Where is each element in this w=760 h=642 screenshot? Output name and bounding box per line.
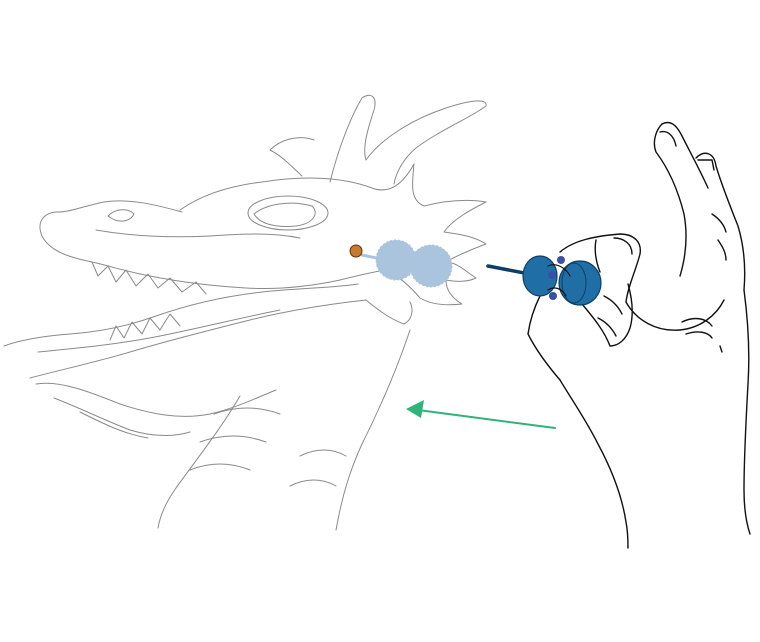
dragon-horn-front (269, 137, 315, 177)
ghost-disc-front (375, 239, 417, 281)
hand-thumb-joint (594, 239, 601, 273)
dragon-lower-jaw (3, 283, 359, 347)
dragon-brow (179, 163, 487, 263)
dragon-jaw-inner (29, 299, 367, 379)
dragon-head-drawing (3, 94, 487, 531)
hand-curled-finger-1 (581, 283, 633, 347)
hand-thumb-nail (613, 237, 633, 255)
hand-palm-crease (719, 345, 723, 353)
two-disc-pin-tool-icon (486, 255, 602, 306)
tool-grip-dot (557, 256, 565, 264)
dragon-snout-ridge (95, 229, 301, 239)
hand-index-finger (653, 123, 687, 277)
hand-thumb (559, 233, 641, 303)
dragon-horn-back (329, 94, 487, 185)
dragon-eye (253, 202, 316, 227)
hand-finger-lines (597, 295, 623, 337)
left-arrow-icon (406, 400, 556, 429)
dragon-neck-right (335, 329, 411, 531)
dragon-cheek (365, 299, 413, 325)
hand-finger-over-tool (547, 264, 571, 297)
hand-curled-finger-2 (527, 295, 561, 381)
tool-grip-dot (548, 271, 556, 279)
tool-grip-dot (549, 292, 557, 300)
hand-middle-finger (695, 152, 746, 291)
dragon-beard-3 (79, 411, 149, 439)
dragon-neck-left (157, 395, 241, 529)
hand-wrist-left (559, 379, 629, 549)
dragon-mane (385, 261, 477, 306)
hand-drawing (527, 121, 751, 549)
dragon-eye-socket (247, 195, 329, 231)
arrow-head (406, 400, 424, 418)
dragon-teeth-lower (109, 313, 181, 341)
dragon-beard-2 (53, 397, 191, 437)
dragon-neck-scales (189, 407, 347, 487)
ghost-tool-preview (349, 239, 453, 288)
tool-disc-back (558, 260, 602, 306)
tool-disc-back-rim (561, 262, 587, 304)
dragon-nostril (107, 209, 135, 222)
dragon-tongue (37, 309, 281, 353)
hand-palm-lower (625, 299, 725, 331)
dragon-snout-top (39, 200, 387, 290)
dragon-teeth-upper (91, 261, 207, 295)
hand-index-nail (659, 130, 677, 147)
hand-outer-edge (743, 289, 751, 535)
hand-knuckle-lines (681, 213, 727, 339)
arrow-shaft (417, 409, 556, 429)
hand-index-finger-back (661, 121, 709, 189)
tip-marker-icon (349, 244, 363, 258)
ghost-disc-back (409, 244, 453, 288)
dragon-beard-1 (35, 382, 277, 417)
hand-middle-nail (697, 159, 715, 171)
